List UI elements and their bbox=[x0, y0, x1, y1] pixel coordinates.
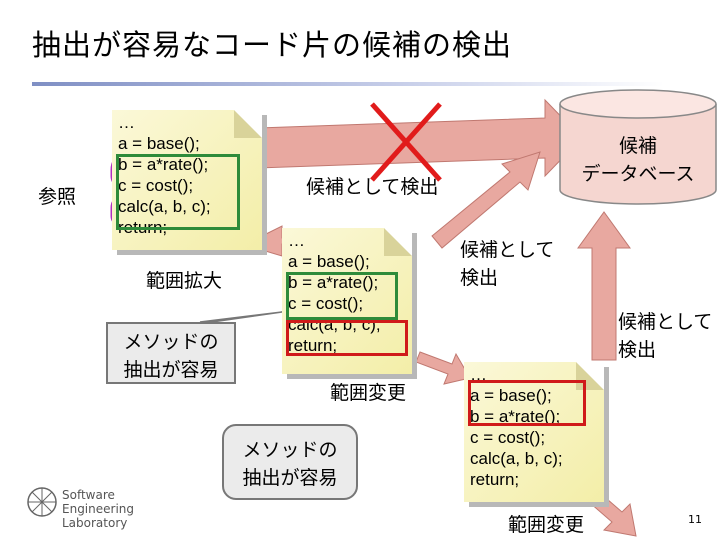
title-underline bbox=[32, 82, 664, 86]
code-note-changed-1: … a = base(); b = a*rate(); c = cost(); … bbox=[282, 228, 412, 374]
code-line: a = base(); bbox=[118, 134, 200, 153]
code-line: b = a*rate(); bbox=[470, 407, 561, 426]
code-line: return; bbox=[288, 336, 338, 355]
cross-mark-stroke-2 bbox=[370, 102, 442, 182]
caption-range-expand: 範囲拡大 bbox=[146, 270, 223, 292]
logo-line: Engineering bbox=[62, 502, 134, 516]
selection-range-expanded bbox=[116, 154, 240, 230]
code-line: a = base(); bbox=[288, 252, 370, 271]
detect-label-2: 候補として 検出 bbox=[618, 308, 712, 364]
code-line: … bbox=[470, 365, 487, 384]
callout-line: メソッドの bbox=[242, 439, 338, 461]
detect-label-1: 候補として 検出 bbox=[460, 236, 554, 292]
crossed-detect-label: 候補として検出 bbox=[306, 176, 439, 198]
detect-line: 検出 bbox=[460, 267, 499, 289]
db-label-line: 候補 bbox=[618, 135, 657, 157]
slide-title: 抽出が容易なコード片の候補の検出 bbox=[32, 28, 513, 62]
candidate-database-label: 候補 データベース bbox=[560, 132, 716, 188]
page-number: 11 bbox=[688, 513, 702, 526]
logo-line: Laboratory bbox=[62, 516, 128, 530]
callout-tail-1 bbox=[199, 311, 283, 323]
logo-line: Software bbox=[62, 488, 115, 502]
code-line: c = cost(); bbox=[470, 428, 546, 447]
code-note-changed-2: … a = base(); b = a*rate(); c = cost(); … bbox=[464, 362, 604, 502]
detect-line: 候補として bbox=[460, 239, 555, 261]
code-line: c = cost(); bbox=[118, 176, 194, 195]
lab-logo-emblem bbox=[27, 487, 57, 517]
detect-line: 候補として bbox=[618, 311, 713, 333]
code-line: c = cost(); bbox=[288, 294, 364, 313]
selection-range-red-2 bbox=[468, 380, 586, 426]
reference-label: 参照 bbox=[38, 186, 77, 208]
caption-range-change-1: 範囲変更 bbox=[330, 382, 407, 404]
db-label-line: データベース bbox=[581, 163, 695, 185]
caption-range-change-2: 範囲変更 bbox=[508, 514, 585, 536]
callout-extract-easy-2: メソッドの 抽出が容易 bbox=[222, 424, 358, 500]
database-cylinder bbox=[559, 89, 717, 205]
callout-line: 抽出が容易 bbox=[123, 359, 219, 381]
code-line: calc(a, b, c); bbox=[118, 197, 211, 216]
arrow-note2-to-note3 bbox=[415, 351, 471, 385]
code-line: return; bbox=[470, 470, 520, 489]
code-line: … bbox=[288, 231, 305, 250]
code-line: b = a*rate(); bbox=[288, 273, 379, 292]
code-line: a = base(); bbox=[470, 386, 552, 405]
callout-extract-easy-1: メソッドの 抽出が容易 bbox=[106, 322, 236, 384]
selection-range-red bbox=[286, 320, 408, 356]
callout-line: メソッドの bbox=[123, 331, 219, 353]
detect-line: 検出 bbox=[618, 339, 657, 361]
code-line: calc(a, b, c); bbox=[470, 449, 563, 468]
code-line: b = a*rate(); bbox=[118, 155, 209, 174]
arrow-note2-to-db bbox=[431, 151, 541, 249]
callout-line: 抽出が容易 bbox=[242, 467, 338, 489]
code-line: … bbox=[118, 113, 135, 132]
arrow-note3-to-db bbox=[577, 211, 631, 361]
selection-range-green bbox=[286, 272, 398, 320]
lab-logo: Software Engineering Laboratory bbox=[62, 488, 134, 530]
